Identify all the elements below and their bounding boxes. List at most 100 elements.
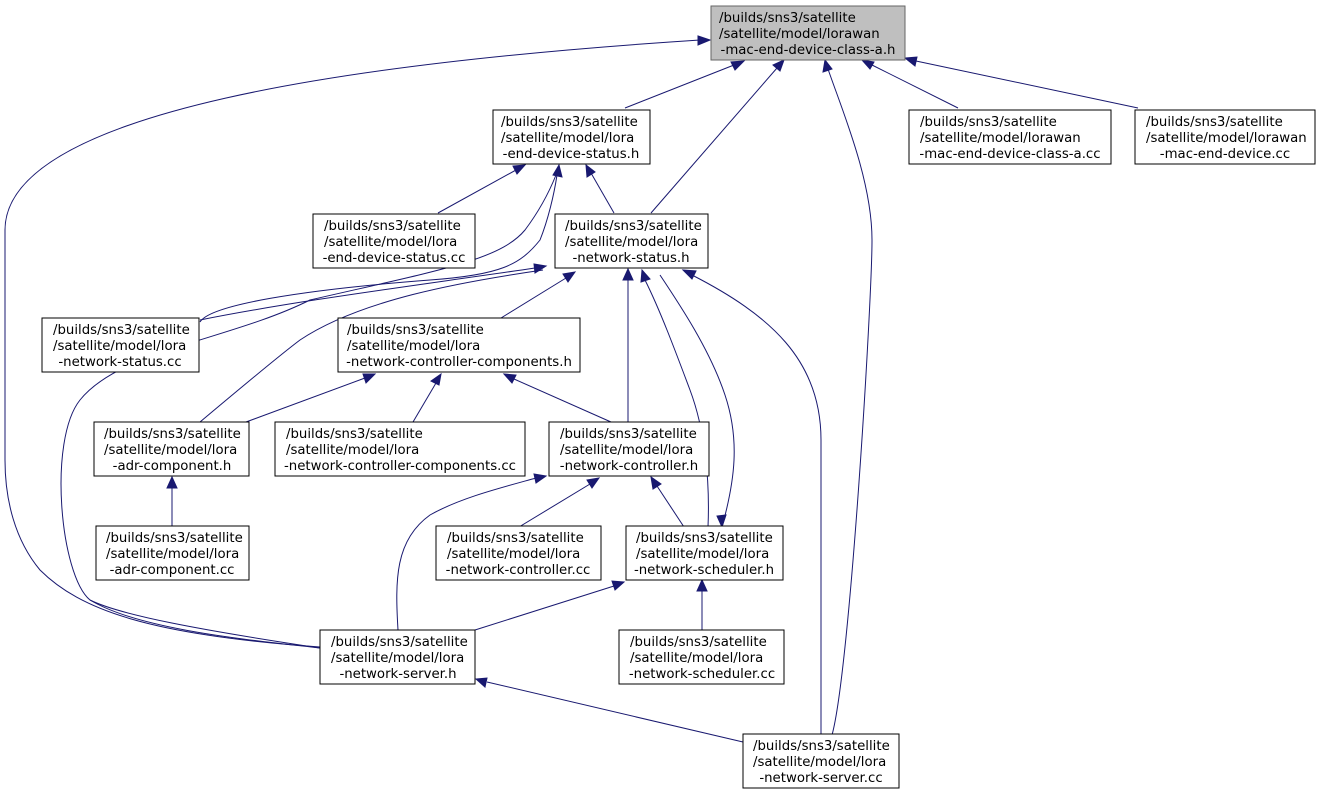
edge-network-status-cc-to-status-h — [199, 174, 558, 323]
edge-network-status-h-to-status-h — [590, 172, 615, 214]
svg-text:/builds/sns3/satellite/satelli: /builds/sns3/satellite/satellite/model/l… — [346, 323, 572, 370]
node-label-line: /builds/sns3/satellite — [719, 11, 856, 26]
svg-text:/builds/sns3/satellite/satelli: /builds/sns3/satellite/satellite/model/l… — [323, 219, 466, 266]
node-label-line: -network-scheduler.cc — [629, 667, 775, 682]
node-lora-end-device-status-cc[interactable]: /builds/sns3/satellite/satellite/model/l… — [312, 213, 476, 269]
svg-text:/builds/sns3/satellite/satelli: /builds/sns3/satellite/satellite/model/l… — [104, 427, 241, 474]
node-label-line: /satellite/model/lora — [630, 651, 763, 666]
edge-network-server-h-to-class-a-h — [4, 39, 701, 648]
edge-network-server-cc-to-server-h — [486, 681, 744, 743]
node-lorawan-mac-end-device-cc[interactable]: /builds/sns3/satellite/satellite/model/l… — [1134, 109, 1316, 165]
svg-text:/builds/sns3/satellite/satelli: /builds/sns3/satellite/satellite/model/l… — [634, 531, 774, 578]
node-label-line: /builds/sns3/satellite — [560, 427, 697, 442]
edge-end-device-status-h-to-class-a-h — [624, 64, 735, 109]
svg-text:/builds/sns3/satellite/satelli: /builds/sns3/satellite/satellite/model/l… — [565, 219, 702, 266]
svg-text:/builds/sns3/satellite/satelli: /builds/sns3/satellite/satellite/model/l… — [106, 531, 243, 578]
node-label-line: -network-status.cc — [58, 355, 181, 370]
node-label-line: -network-server.h — [339, 667, 456, 682]
edge-components-cc-to-components-h — [412, 382, 437, 423]
arrowhead — [697, 35, 712, 46]
edge-adr-component-h-to-components-h — [245, 377, 366, 423]
arrowhead — [533, 263, 548, 274]
node-label-line: /satellite/model/lorawan — [719, 27, 880, 42]
arrowhead — [585, 163, 596, 178]
node-label-line: /builds/sns3/satellite — [447, 531, 584, 546]
node-label-line: /satellite/model/lora — [447, 547, 580, 562]
node-lorawan-mac-end-device-class-a-cc[interactable]: /builds/sns3/satellite/satellite/model/l… — [908, 109, 1112, 165]
edge-network-scheduler-h-to-controller-h — [656, 485, 685, 528]
arrowhead — [640, 268, 651, 283]
svg-text:/builds/sns3/satellite/satelli: /builds/sns3/satellite/satellite/model/l… — [919, 115, 1100, 162]
node-label-line: /builds/sns3/satellite — [53, 323, 190, 338]
arrowhead — [822, 58, 833, 73]
arrowhead — [502, 373, 517, 384]
node-label-line: -end-device-status.h — [503, 147, 640, 162]
svg-text:/builds/sns3/satellite/satelli: /builds/sns3/satellite/satellite/model/l… — [719, 11, 895, 58]
arrowhead — [533, 473, 548, 484]
node-lora-network-controller-cc[interactable]: /builds/sns3/satellite/satellite/model/l… — [435, 525, 602, 581]
node-label-line: -network-controller.h — [560, 459, 698, 474]
arrowhead — [650, 475, 662, 490]
node-label-line: -network-controller-components.h — [346, 355, 572, 370]
node-lora-adr-component-cc[interactable]: /builds/sns3/satellite/satellite/model/l… — [95, 525, 250, 581]
arrowhead — [362, 373, 377, 384]
node-label-line: /builds/sns3/satellite — [636, 531, 773, 546]
node-lora-network-status-h[interactable]: /builds/sns3/satellite/satellite/model/l… — [554, 213, 709, 269]
node-label-line: -adr-component.h — [113, 459, 232, 474]
node-lorawan-mac-end-device-class-a-h[interactable]: /builds/sns3/satellite/satellite/model/l… — [710, 5, 906, 61]
node-lora-adr-component-h[interactable]: /builds/sns3/satellite/satellite/model/l… — [93, 421, 250, 477]
node-label-line: /satellite/model/lora — [560, 443, 693, 458]
node-label-line: -mac-end-device-class-a.h — [721, 43, 896, 58]
node-label-line: /satellite/model/lorawan — [920, 131, 1081, 146]
node-label-line: -network-status.h — [572, 251, 689, 266]
node-lora-network-scheduler-h[interactable]: /builds/sns3/satellite/satellite/model/l… — [625, 525, 784, 581]
node-label-line: /satellite/model/lora — [104, 443, 237, 458]
node-lora-network-server-cc[interactable]: /builds/sns3/satellite/satellite/model/l… — [742, 733, 900, 789]
node-label-line: /satellite/model/lora — [286, 443, 419, 458]
svg-text:/builds/sns3/satellite/satelli: /builds/sns3/satellite/satellite/model/l… — [1146, 115, 1307, 162]
node-label-line: /satellite/model/lora — [331, 651, 464, 666]
edge-network-controller-cc-to-controller-h — [518, 483, 591, 528]
edge-network-scheduler-h-to-network-status-h-b — [659, 274, 735, 528]
edge-network-status-cc-to-network-status-h — [199, 267, 536, 321]
node-label-line: /builds/sns3/satellite — [920, 115, 1057, 130]
arrowhead — [512, 164, 527, 175]
node-label-line: /builds/sns3/satellite — [565, 219, 702, 234]
node-label-line: -adr-component.cc — [110, 563, 235, 578]
node-lora-network-controller-h[interactable]: /builds/sns3/satellite/satellite/model/l… — [548, 421, 710, 477]
node-label-line: /satellite/model/lora — [324, 235, 457, 250]
node-label-line: -mac-end-device-class-a.cc — [919, 147, 1100, 162]
node-label-line: /satellite/model/lora — [106, 547, 239, 562]
node-label-line: /builds/sns3/satellite — [104, 427, 241, 442]
arrowhead — [622, 267, 634, 281]
node-label-line: /builds/sns3/satellite — [753, 739, 890, 754]
arrowhead — [772, 59, 785, 72]
node-lora-network-status-cc[interactable]: /builds/sns3/satellite/satellite/model/l… — [41, 317, 200, 373]
arrowhead — [552, 163, 563, 178]
arrowhead — [903, 56, 918, 67]
node-lora-network-server-h[interactable]: /builds/sns3/satellite/satellite/model/l… — [319, 629, 476, 685]
node-label-line: /builds/sns3/satellite — [286, 427, 423, 442]
svg-text:/builds/sns3/satellite/satelli: /builds/sns3/satellite/satellite/model/l… — [284, 427, 516, 474]
node-lora-network-controller-components-h[interactable]: /builds/sns3/satellite/satellite/model/l… — [337, 317, 581, 373]
node-lora-network-controller-components-cc[interactable]: /builds/sns3/satellite/satellite/model/l… — [274, 421, 526, 477]
arrowhead — [716, 514, 727, 529]
svg-text:/builds/sns3/satellite/satelli: /builds/sns3/satellite/satellite/model/l… — [446, 531, 591, 578]
svg-text:/builds/sns3/satellite/satelli: /builds/sns3/satellite/satellite/model/l… — [53, 323, 190, 370]
arrowhead — [730, 60, 746, 71]
node-label-line: -network-controller-components.cc — [284, 459, 516, 474]
arrowhead — [586, 477, 601, 489]
node-lora-end-device-status-h[interactable]: /builds/sns3/satellite/satellite/model/l… — [492, 109, 651, 165]
node-lora-network-scheduler-cc[interactable]: /builds/sns3/satellite/satellite/model/l… — [618, 629, 785, 685]
node-label-line: /satellite/model/lora — [636, 547, 769, 562]
arrowhead — [166, 475, 178, 489]
svg-text:/builds/sns3/satellite/satelli: /builds/sns3/satellite/satellite/model/l… — [331, 635, 468, 682]
arrowhead — [681, 269, 697, 280]
node-label-line: /builds/sns3/satellite — [324, 219, 461, 234]
edges — [4, 35, 1139, 743]
edge-controller-components-h-to-network-status-h — [500, 277, 567, 319]
edge-end-device-status-cc-to-status-h — [437, 169, 517, 214]
edge-network-server-cc-to-class-a-h — [827, 68, 873, 736]
node-label-line: /builds/sns3/satellite — [630, 635, 767, 650]
